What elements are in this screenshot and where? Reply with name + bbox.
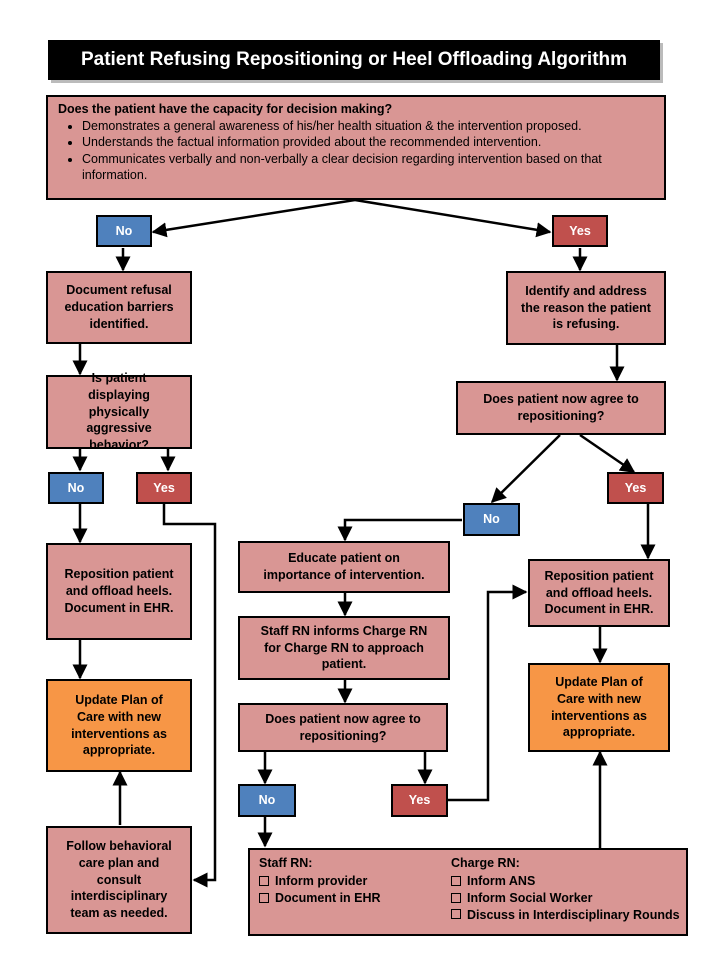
checkbox-icon xyxy=(259,875,269,886)
capacity-criterion: Understands the factual information prov… xyxy=(82,134,654,150)
right-update-plan-box: Update Plan of Care with new interventio… xyxy=(528,663,670,752)
middle-agree-yes-tag: Yes xyxy=(391,784,448,817)
right-agree-question: Does patient now agree to repositioning? xyxy=(456,381,666,435)
right-agree-no-tag: No xyxy=(463,503,520,536)
identify-reason-box: Identify and address the reason the pati… xyxy=(506,271,666,345)
capacity-no-tag: No xyxy=(96,215,152,247)
aggressive-yes-tag: Yes xyxy=(136,472,192,504)
checkbox-icon xyxy=(451,892,461,903)
right-agree-yes-tag: Yes xyxy=(607,472,664,504)
educate-patient-box: Educate patient on importance of interve… xyxy=(238,541,450,593)
charge-rn-item: Discuss in Interdisciplinary Rounds xyxy=(451,907,680,924)
checkbox-icon xyxy=(259,892,269,903)
checkbox-icon xyxy=(451,909,461,920)
capacity-yes-tag: Yes xyxy=(552,215,608,247)
aggressive-behavior-question: Is patient displaying physically aggress… xyxy=(46,371,192,452)
left-reposition-box: Reposition patient and offload heels. Do… xyxy=(46,543,192,640)
staff-rn-item: Document in EHR xyxy=(259,890,381,907)
charge-rn-item: Inform Social Worker xyxy=(451,890,680,907)
capacity-question: Does the patient have the capacity for d… xyxy=(58,102,393,116)
right-reposition-box: Reposition patient and offload heels. Do… xyxy=(528,559,670,627)
capacity-question-box: Does the patient have the capacity for d… xyxy=(46,95,666,200)
charge-rn-column: Charge RN: Inform ANS Inform Social Work… xyxy=(451,856,680,924)
left-update-plan-box: Update Plan of Care with new interventio… xyxy=(46,679,192,772)
capacity-criterion: Demonstrates a general awareness of his/… xyxy=(82,118,654,134)
staff-rn-heading: Staff RN: xyxy=(259,856,313,870)
staff-rn-item: Inform provider xyxy=(259,873,381,890)
charge-rn-heading: Charge RN: xyxy=(451,856,520,870)
charge-rn-item: Inform ANS xyxy=(451,873,680,890)
capacity-criterion: Communicates verbally and non-verbally a… xyxy=(82,151,654,184)
aggressive-no-tag: No xyxy=(48,472,104,504)
staff-rn-column: Staff RN: Inform provider Document in EH… xyxy=(259,856,381,907)
middle-agree-no-tag: No xyxy=(238,784,296,817)
document-refusal-box: Document refusal education barriers iden… xyxy=(46,271,192,344)
checkbox-icon xyxy=(451,875,461,886)
staff-informs-charge-box: Staff RN informs Charge RN for Charge RN… xyxy=(238,616,450,680)
final-actions-box: Staff RN: Inform provider Document in EH… xyxy=(248,848,688,936)
diagram-title: Patient Refusing Repositioning or Heel O… xyxy=(48,40,660,80)
behavioral-plan-box: Follow behavioral care plan and consult … xyxy=(46,826,192,934)
middle-agree-question: Does patient now agree to repositioning? xyxy=(238,703,448,752)
capacity-criteria-list: Demonstrates a general awareness of his/… xyxy=(58,118,654,183)
